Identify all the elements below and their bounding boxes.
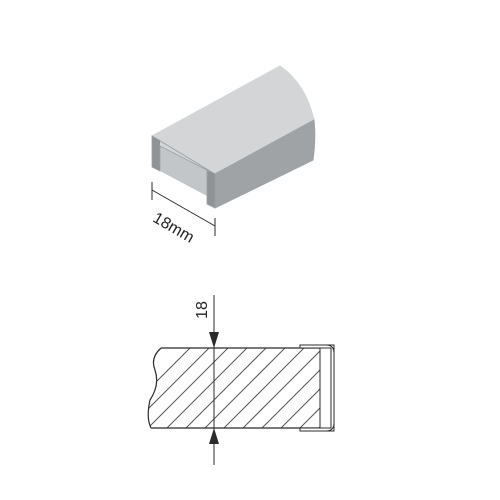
thickness-arrow-down [209, 332, 219, 348]
hatch-line [338, 348, 418, 428]
thickness-arrow-up [209, 428, 219, 444]
profile-end-outline [151, 135, 216, 209]
hatch-line [223, 348, 305, 428]
hatch-line [148, 348, 191, 428]
hatch-line [185, 348, 267, 428]
edge-trim-bottom-lip [300, 422, 335, 432]
profile-channel-inner [160, 146, 207, 196]
profile-side-face [214, 119, 316, 209]
dimension-line [151, 189, 216, 227]
hatch-line [166, 348, 248, 428]
hatch-line [242, 348, 320, 428]
profile-left-leg [152, 136, 160, 171]
hatch-line [280, 348, 320, 428]
profile-right-leg [207, 170, 215, 208]
hatch-line [148, 348, 210, 428]
width-label: 18mm [150, 210, 197, 247]
edge-trim-top-lip [300, 344, 335, 354]
hatch-line [357, 348, 437, 428]
edge-trim-section [299, 344, 335, 432]
thickness-dimension: 18 [194, 295, 219, 465]
hatch-line [204, 348, 286, 428]
thickness-label: 18 [194, 301, 211, 319]
hatch-line [261, 348, 320, 428]
board-hatch [148, 348, 437, 428]
hatch-line [299, 348, 320, 428]
edge-trim-3d-view [151, 65, 316, 209]
hatch-line [148, 348, 229, 428]
board-break-line [147, 347, 162, 429]
section-view: 18 [147, 295, 437, 465]
